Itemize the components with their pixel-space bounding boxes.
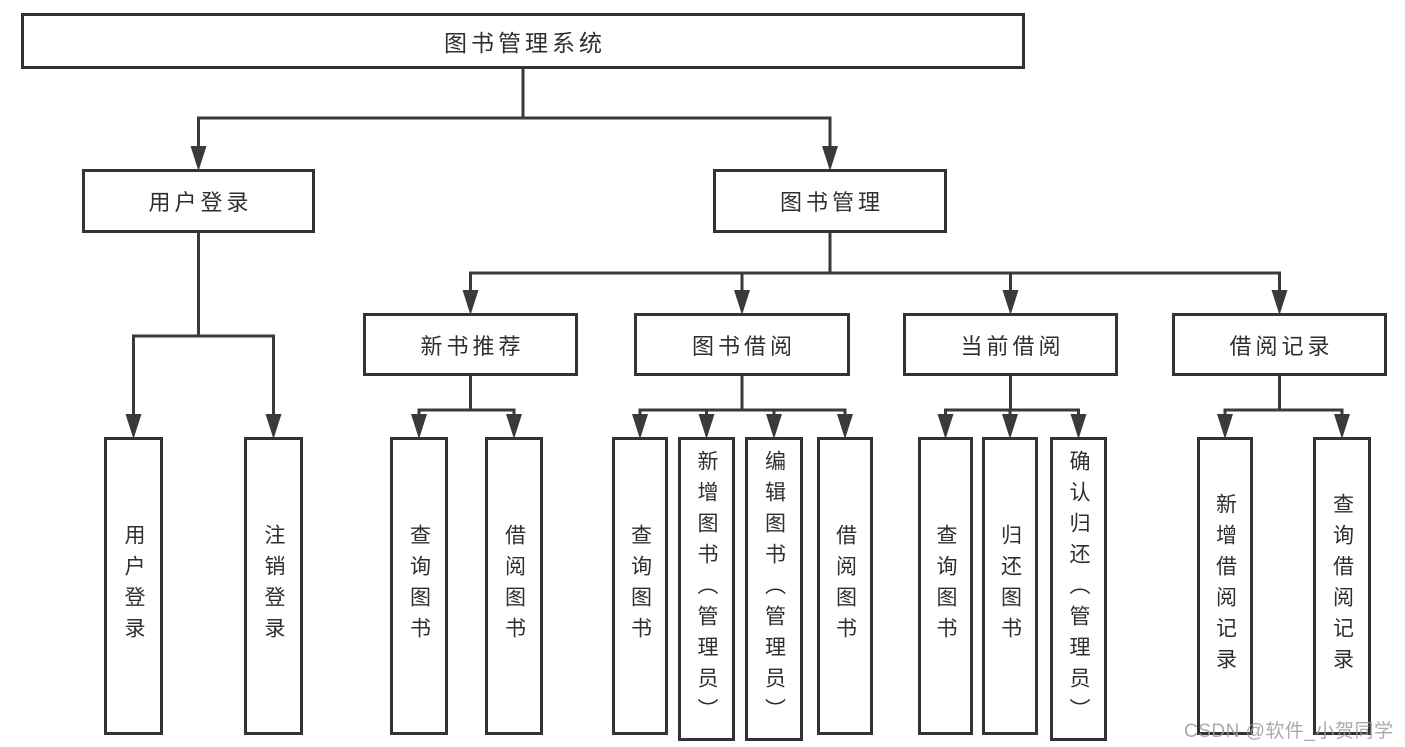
node-label: 借阅图书 [502,524,526,648]
node-label: 新增图书（管理员） [695,449,719,729]
arrowhead-query-books-borrow [632,414,648,439]
node-label: 查询图书 [628,524,652,648]
arrowhead-logout [265,414,282,439]
node-label: 查询图书 [407,524,431,648]
node-add-borrow-record: 新增借阅记录 [1197,437,1253,735]
node-user-login-module: 用户登录 [82,169,315,233]
arrowhead-current-borrowing [1002,290,1019,315]
node-add-books-admin: 新增图书（管理员） [678,437,735,741]
arrowhead-user-login [125,414,142,439]
node-label: 新书推荐 [420,333,525,359]
node-query-books-recommend: 查询图书 [390,437,448,735]
node-current-borrowing: 当前借阅 [903,313,1118,376]
arrowhead-borrowing-records [1271,290,1288,315]
arrowhead-borrow-books-recommend [506,414,522,439]
node-book-borrowing: 图书借阅 [634,313,850,376]
node-query-books-borrow: 查询图书 [612,437,668,735]
node-label: 图书借阅 [691,333,796,359]
node-label: 借阅记录 [1229,333,1334,359]
arrowhead-book-borrowing [734,290,750,315]
node-query-books-current: 查询图书 [918,437,973,735]
node-edit-books-admin: 编辑图书（管理员） [745,437,803,741]
node-logout: 注销登录 [244,437,303,735]
arrowhead-book-management [822,146,838,171]
node-query-borrow-record: 查询借阅记录 [1313,437,1371,735]
arrowhead-user-login-module [190,146,207,171]
arrowhead-query-books-current [937,414,954,439]
arrowhead-new-book-recommend [462,290,479,315]
node-label: 图书管理系统 [444,30,606,56]
arrowhead-add-books-admin [698,414,715,439]
node-root: 图书管理系统 [21,13,1025,69]
node-label: 图书管理 [779,190,884,215]
arrowhead-edit-books-admin [766,414,782,439]
connector-book-management [469,231,1281,301]
node-label: 查询借阅记录 [1330,493,1354,679]
node-borrow-books: 借阅图书 [817,437,873,735]
connector-book-borrowing [638,374,847,425]
node-label: 借阅图书 [833,524,857,648]
node-new-book-recommend: 新书推荐 [363,313,578,376]
arrowhead-query-borrow-record [1334,414,1350,439]
node-user-login: 用户登录 [104,437,163,735]
watermark: CSDN @软件_小贺同学 [1184,721,1394,742]
connector-new-book-recommend [417,374,516,425]
node-borrow-books-recommend: 借阅图书 [485,437,543,735]
arrowhead-query-books-recommend [411,414,427,439]
arrowhead-confirm-return-admin [1070,414,1087,439]
arrowhead-add-borrow-record [1217,414,1233,439]
node-label: 注销登录 [262,524,286,648]
node-label: 用户登录 [148,190,253,215]
arrowhead-return-books [1002,414,1018,439]
node-confirm-return-admin: 确认归还（管理员） [1050,437,1107,741]
node-label: 确认归还（管理员） [1067,449,1091,729]
connector-current-borrowing [944,374,1080,425]
node-label: 新增借阅记录 [1213,493,1237,679]
node-label: 归还图书 [998,524,1022,648]
node-label: 用户登录 [122,524,146,648]
node-return-books: 归还图书 [982,437,1038,735]
connector-borrowing-records [1223,374,1344,425]
node-label: 编辑图书（管理员） [762,449,786,729]
connector-user-login-module [132,231,275,425]
node-label: 当前借阅 [960,333,1065,359]
node-label: 查询图书 [934,524,958,648]
connector-root [197,67,832,157]
arrowhead-borrow-books [837,414,853,439]
node-borrowing-records: 借阅记录 [1172,313,1387,376]
node-book-management: 图书管理 [713,169,947,233]
